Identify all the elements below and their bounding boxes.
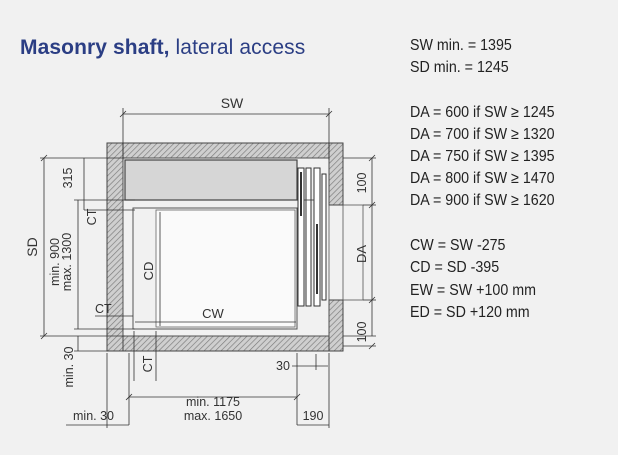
legend-da-800: DA = 800 if SW ≥ 1470 xyxy=(410,170,555,187)
legend-ew-formula: EW = SW +100 mm xyxy=(410,282,536,299)
label-sd: SD xyxy=(24,237,40,256)
label-cw: CW xyxy=(202,306,224,321)
label-min-30-left: min. 30 xyxy=(62,346,76,387)
shaft-interior-outline xyxy=(122,157,330,337)
wall-left xyxy=(106,142,124,352)
legend-da-750: DA = 750 if SW ≥ 1395 xyxy=(410,148,555,165)
label-sw: SW xyxy=(221,95,244,111)
legend-cw-formula: CW = SW -275 xyxy=(410,237,506,254)
car-floor xyxy=(155,209,296,328)
dimension-lines xyxy=(40,108,376,428)
label-min-1175: min. 1175 xyxy=(186,395,240,409)
title-main: Masonry shaft, xyxy=(20,36,170,59)
label-max-1650: max. 1650 xyxy=(184,409,242,423)
door-panels xyxy=(297,167,327,307)
wall-right-upper xyxy=(328,142,344,206)
legend-da-600: DA = 600 if SW ≥ 1245 xyxy=(410,104,555,121)
label-190: 190 xyxy=(303,409,324,423)
title-sub: lateral access xyxy=(169,36,306,59)
diagram-title: Masonry shaft, lateral access xyxy=(20,36,305,60)
label-ct-left: CT xyxy=(95,302,112,316)
label-ct-top: CT xyxy=(85,208,99,225)
wall-top xyxy=(106,142,342,159)
legend-ed-formula: ED = SD +120 mm xyxy=(410,304,530,321)
label-cd: CD xyxy=(141,262,156,281)
label-da: DA xyxy=(354,245,369,263)
door-opening xyxy=(342,204,364,301)
legend-cd-formula: CD = SD -395 xyxy=(410,259,500,276)
legend-sd-min: SD min. = 1245 xyxy=(410,59,509,76)
label-100-top: 100 xyxy=(355,173,369,194)
wall-right-lower xyxy=(328,299,344,352)
label-315: 315 xyxy=(61,168,75,189)
legend-da-900: DA = 900 if SW ≥ 1620 xyxy=(410,192,555,209)
label-30: 30 xyxy=(276,359,290,373)
label-ct-bottom: CT xyxy=(141,355,155,372)
legend-sw-min: SW min. = 1395 xyxy=(410,37,512,54)
counterweight-zone xyxy=(124,159,298,201)
label-min-30-bottom: min. 30 xyxy=(73,409,114,423)
label-100-bottom: 100 xyxy=(355,322,369,343)
label-max-1300: max. 1300 xyxy=(60,233,74,291)
wall-bottom xyxy=(106,335,342,352)
legend-da-700: DA = 700 if SW ≥ 1320 xyxy=(410,126,555,143)
label-min-900: min. 900 xyxy=(48,238,62,286)
car-outline xyxy=(132,207,298,330)
